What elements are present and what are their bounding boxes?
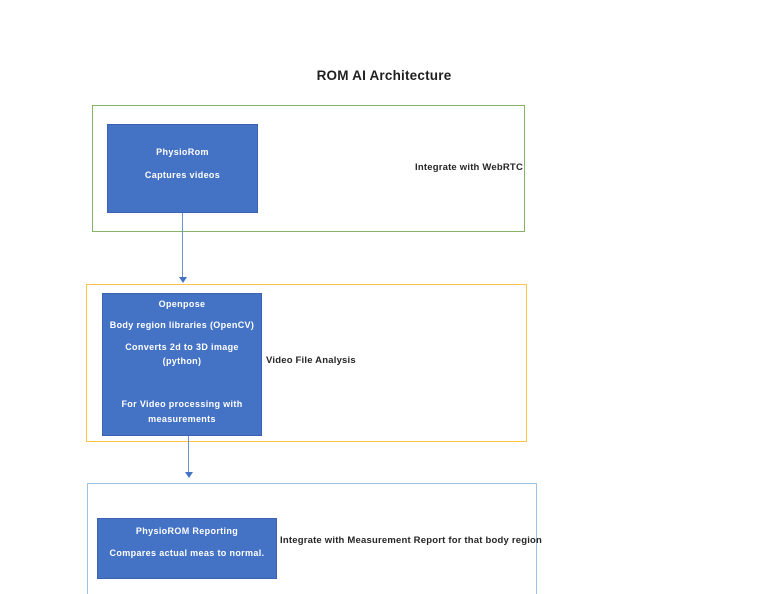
node-text-line: measurements — [148, 414, 216, 424]
node-text-line: For Video processing with — [121, 399, 243, 409]
connector-arrow-capture-to-analysis[interactable] — [182, 213, 183, 277]
node-text-line: Captures videos — [144, 170, 221, 180]
node-text-line: (python) — [162, 356, 202, 366]
node-text-line: Compares actual meas to normal. — [109, 548, 265, 558]
label-integrate-measurement-report: Integrate with Measurement Report for th… — [280, 535, 543, 546]
node-text-line: Converts 2d to 3D image — [125, 342, 239, 352]
section-box-video-analysis[interactable] — [86, 284, 527, 442]
node-physiorom-capture[interactable]: PhysioRom Captures videos — [107, 124, 258, 213]
arrowhead-down-icon — [185, 472, 193, 478]
node-text-line: PhysioRom — [156, 147, 209, 157]
label-integrate-webrtc: Integrate with WebRTC — [415, 162, 523, 173]
label-video-file-analysis: Video File Analysis — [266, 355, 356, 366]
node-text-line: Openpose — [158, 299, 206, 309]
node-openpose-processing[interactable]: Openpose Body region libraries (OpenCV) … — [102, 293, 262, 436]
node-text-line: PhysioROM Reporting — [135, 526, 239, 536]
section-box-reporting[interactable] — [87, 483, 537, 594]
diagram-title: ROM AI Architecture — [316, 68, 452, 83]
section-box-capture[interactable] — [92, 105, 525, 232]
node-physiorom-reporting[interactable]: PhysioROM Reporting Compares actual meas… — [97, 518, 277, 579]
node-text-line: Body region libraries (OpenCV) — [109, 320, 255, 330]
arrowhead-down-icon — [179, 277, 187, 283]
connector-arrow-analysis-to-reporting[interactable] — [188, 436, 189, 472]
